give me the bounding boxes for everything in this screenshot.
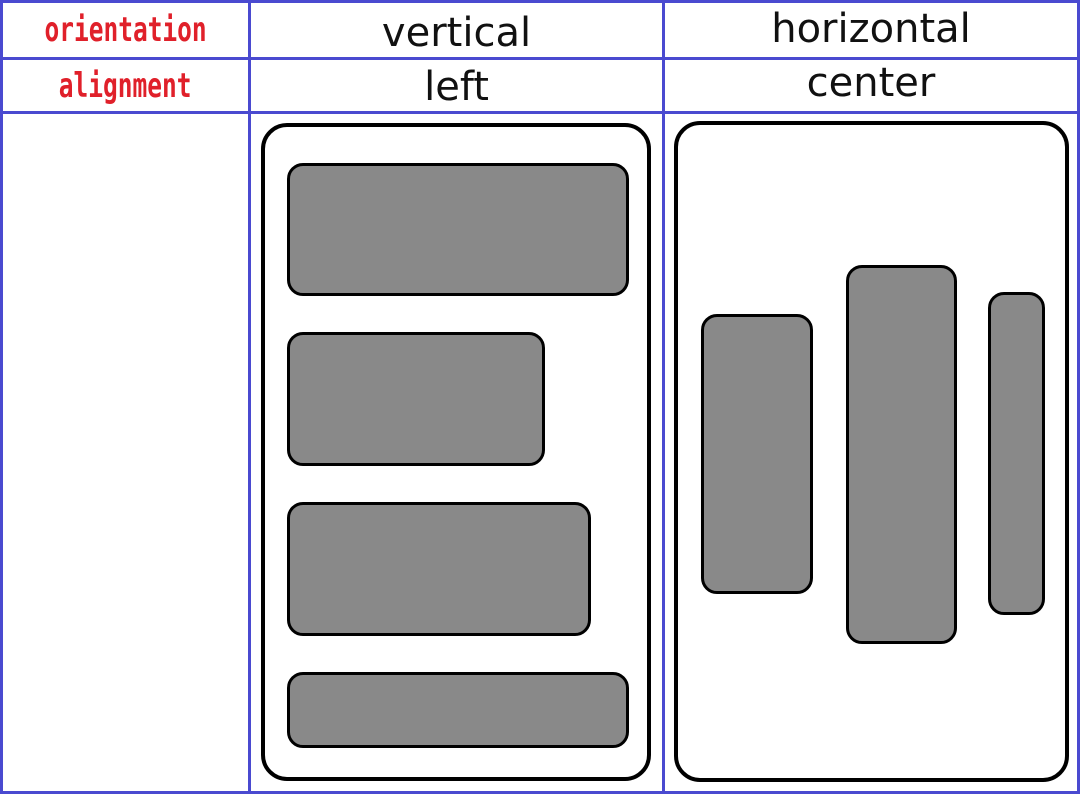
vertical-left-child-2 [287,332,545,466]
col2-orientation-value: horizontal [771,6,971,52]
col1-orientation-cell: vertical [251,6,662,60]
col1-orientation-value: vertical [381,10,532,56]
col2-alignment-cell: center [665,57,1077,109]
row-label-alignment: alignment [59,65,192,106]
grid-border-bottom [0,791,1080,794]
horizontal-center-child-3 [988,292,1045,615]
row-label-orientation: orientation [44,10,207,50]
row-label-cell-orientation: orientation [3,3,248,57]
col1-alignment-value: left [424,64,489,110]
grid-col-divider-2 [662,0,665,794]
grid-border-top [0,0,1080,3]
horizontal-center-child-2 [846,265,957,644]
row-label-cell-alignment: alignment [3,60,248,111]
grid-border-right [1077,0,1080,794]
col2-orientation-cell: horizontal [665,3,1077,55]
col2-alignment-value: center [806,60,936,106]
col1-alignment-cell: left [251,60,662,114]
grid-col-divider-1 [248,0,251,794]
grid-border-left [0,0,3,794]
vertical-left-container [261,123,651,781]
horizontal-center-container [674,121,1069,782]
horizontal-center-child-1 [701,314,813,594]
vertical-left-child-3 [287,502,591,636]
vertical-left-child-4 [287,672,629,748]
grid-row-divider-2 [0,111,1080,114]
vertical-left-child-1 [287,163,629,296]
grid-row-divider-1 [0,57,1080,60]
